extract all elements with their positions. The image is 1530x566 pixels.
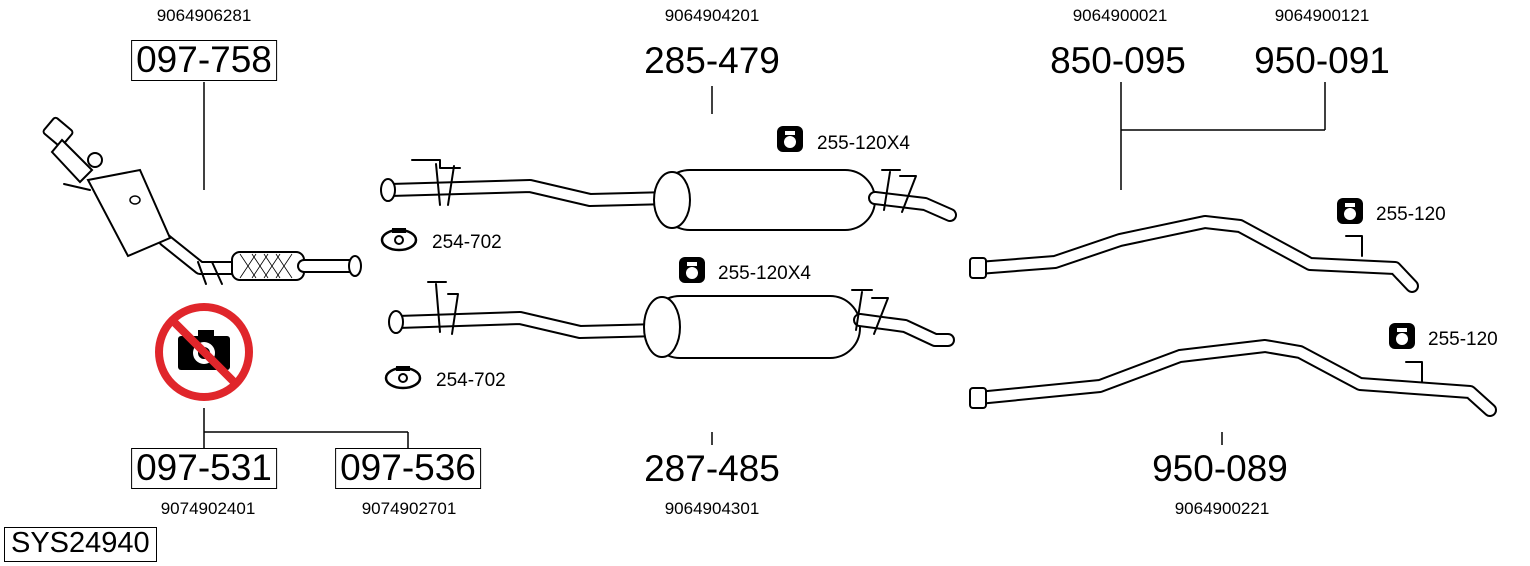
part-number-850-095[interactable]: 850-095 <box>1050 40 1186 81</box>
hanger-label[interactable]: 255-120X4 <box>817 133 910 154</box>
part-number-950-091[interactable]: 950-091 <box>1254 40 1390 81</box>
rubber-hanger-icon <box>1389 323 1415 349</box>
part-number-097-536[interactable]: 097-536 <box>335 448 481 489</box>
rubber-hanger-icon <box>777 126 803 152</box>
hanger-label[interactable]: 255-120 <box>1376 204 1446 225</box>
oem-number: 9064900221 <box>1174 499 1270 518</box>
hanger-label[interactable]: 255-120X4 <box>718 263 811 284</box>
system-code: SYS24940 <box>4 527 157 562</box>
rear-pipe-bottom-drawing <box>969 339 1497 417</box>
part-number-097-758[interactable]: 097-758 <box>131 40 277 81</box>
part-number-285-479[interactable]: 285-479 <box>644 40 780 81</box>
clamp-label[interactable]: 254-702 <box>436 370 506 391</box>
leader-lines <box>203 82 1326 448</box>
pipe-clamp-icon <box>384 366 422 390</box>
rubber-hanger-icon <box>1337 198 1363 224</box>
oem-number: 9064900121 <box>1274 6 1370 25</box>
catalytic-converter-drawing <box>42 116 362 285</box>
hanger-label[interactable]: 255-120 <box>1428 329 1498 350</box>
middle-silencer-top-drawing <box>380 159 957 231</box>
oem-number: 9074902401 <box>160 499 256 518</box>
part-number-950-089[interactable]: 950-089 <box>1152 448 1288 489</box>
oem-number: 9064904301 <box>664 499 760 518</box>
part-number-097-531[interactable]: 097-531 <box>131 448 277 489</box>
middle-silencer-bottom-drawing <box>388 281 955 359</box>
pipe-clamp-icon <box>380 228 418 252</box>
oem-number: 9064904201 <box>664 6 760 25</box>
part-number-287-485[interactable]: 287-485 <box>644 448 780 489</box>
rear-pipe-top-drawing <box>969 215 1419 293</box>
rubber-hanger-icon <box>679 257 705 283</box>
oem-number: 9064906281 <box>156 6 252 25</box>
no-photo-icon <box>155 303 253 401</box>
oem-number: 9064900021 <box>1072 6 1168 25</box>
clamp-label[interactable]: 254-702 <box>432 232 502 253</box>
oem-number: 9074902701 <box>361 499 457 518</box>
